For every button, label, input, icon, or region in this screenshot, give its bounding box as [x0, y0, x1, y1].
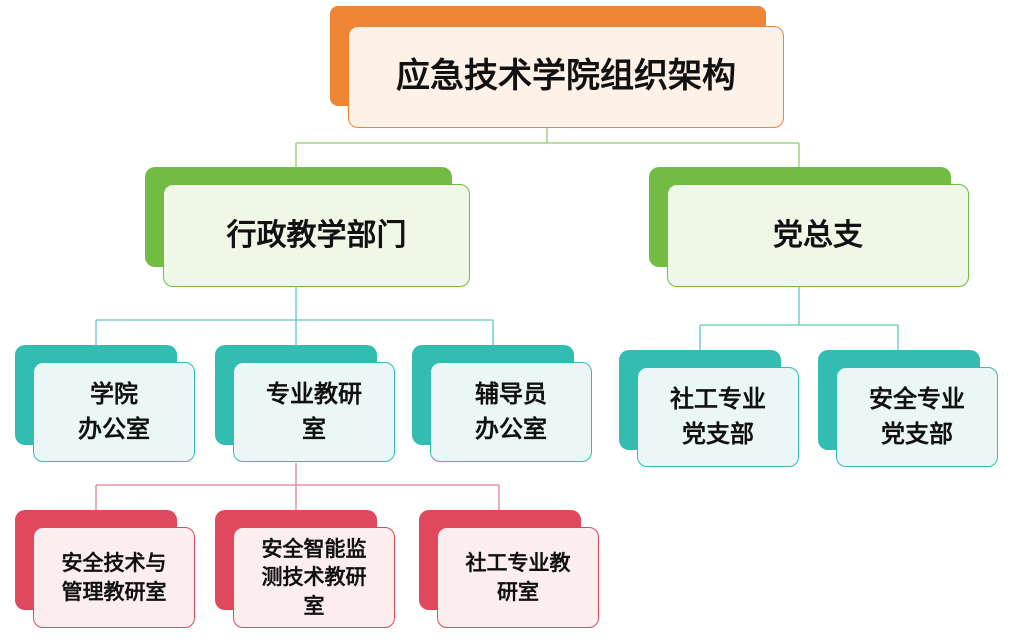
node-smart-monitoring-lab-line-2: 测技术教研 [261, 565, 367, 590]
node-admin-dept-label: 行政教学部门 [226, 217, 407, 253]
root-connector [295, 122, 800, 167]
node-social-party-branch-box: 社工专业 党支部 [637, 367, 799, 467]
node-teaching-research-line-1: 专业教研 [266, 380, 362, 409]
node-smart-monitoring-lab-line-3: 室 [303, 593, 325, 618]
node-college-office-line-2: 办公室 [78, 415, 150, 443]
node-social-party-branch-line-2: 党支部 [682, 420, 754, 448]
node-safety-party-branch-line-1: 安全专业 [869, 385, 965, 414]
admin-connector [95, 287, 494, 345]
root-node-box: 应急技术学院组织架构 [348, 26, 784, 128]
node-teaching-research-line-2: 室 [302, 415, 326, 443]
node-social-party-branch-line-1: 社工专业 [670, 385, 766, 414]
node-college-office-box: 学院 办公室 [33, 362, 195, 462]
party-connector [699, 287, 899, 350]
teaching-connector [95, 463, 500, 510]
node-smart-monitoring-lab-line-1: 安全智能监 [261, 536, 367, 561]
node-counselor-office-line-1: 辅导员 [475, 380, 547, 409]
node-safety-party-branch-line-2: 党支部 [881, 420, 953, 448]
node-counselor-office-line-2: 办公室 [475, 415, 547, 443]
node-social-work-lab-line-1: 社工专业教 [465, 551, 571, 576]
root-title: 应急技术学院组织架构 [396, 56, 736, 97]
node-smart-monitoring-lab-box: 安全智能监 测技术教研 室 [233, 527, 395, 628]
node-teaching-research-box: 专业教研 室 [233, 362, 395, 462]
node-party-branch-box: 党总支 [667, 184, 969, 287]
node-admin-dept-box: 行政教学部门 [163, 184, 470, 287]
node-safety-tech-mgmt-lab-line-2: 管理教研室 [61, 579, 167, 604]
node-social-work-lab-box: 社工专业教 研室 [437, 527, 599, 628]
node-college-office-line-1: 学院 [90, 380, 138, 409]
node-safety-party-branch-box: 安全专业 党支部 [836, 367, 998, 467]
node-social-work-lab-line-2: 研室 [497, 579, 539, 604]
node-safety-tech-mgmt-lab-box: 安全技术与 管理教研室 [33, 527, 195, 628]
node-safety-tech-mgmt-lab-line-1: 安全技术与 [61, 551, 167, 576]
node-party-branch-label: 党总支 [773, 217, 863, 253]
node-counselor-office-box: 辅导员 办公室 [430, 362, 592, 462]
